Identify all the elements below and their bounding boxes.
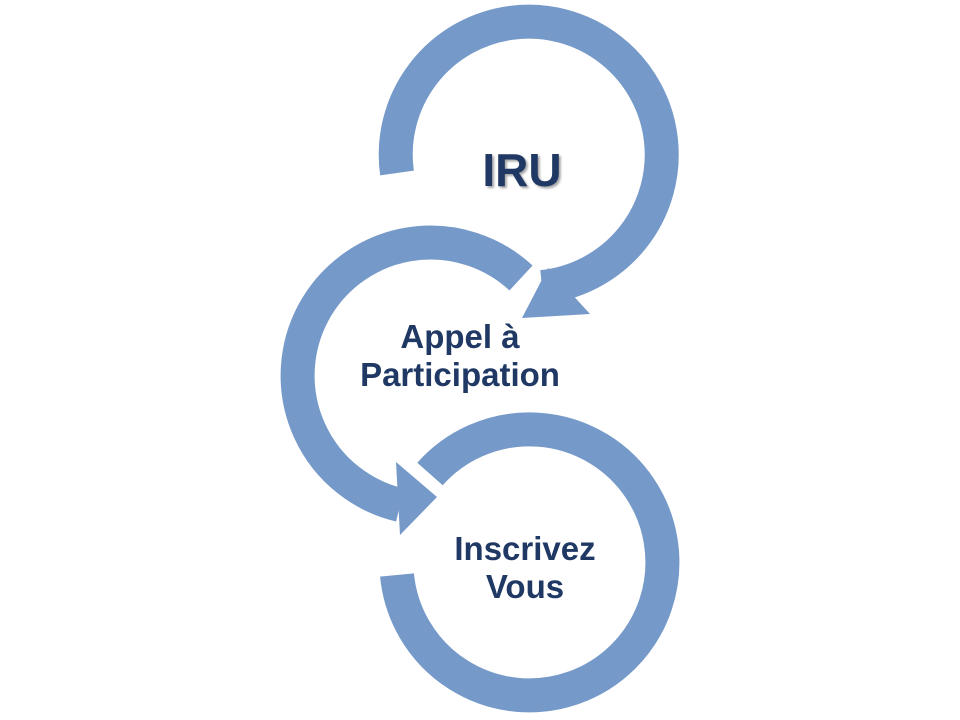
arc-appel bbox=[280, 225, 533, 522]
step-label-line: Vous bbox=[485, 568, 565, 605]
arc-iru bbox=[378, 4, 679, 304]
arrowhead-iru bbox=[522, 268, 590, 318]
arc-inscrivez bbox=[380, 412, 680, 713]
step-label-inscrivez-vous: Inscrivez Vous bbox=[410, 530, 640, 606]
step-label-line: Appel à bbox=[400, 318, 520, 355]
step-label-iru: IRU bbox=[482, 144, 562, 196]
step-label-appel-participation: Appel à Participation bbox=[310, 318, 610, 394]
arrowhead-appel bbox=[396, 462, 437, 535]
step-label-line: Participation bbox=[360, 356, 560, 393]
step-label-line: Inscrivez bbox=[454, 530, 596, 567]
